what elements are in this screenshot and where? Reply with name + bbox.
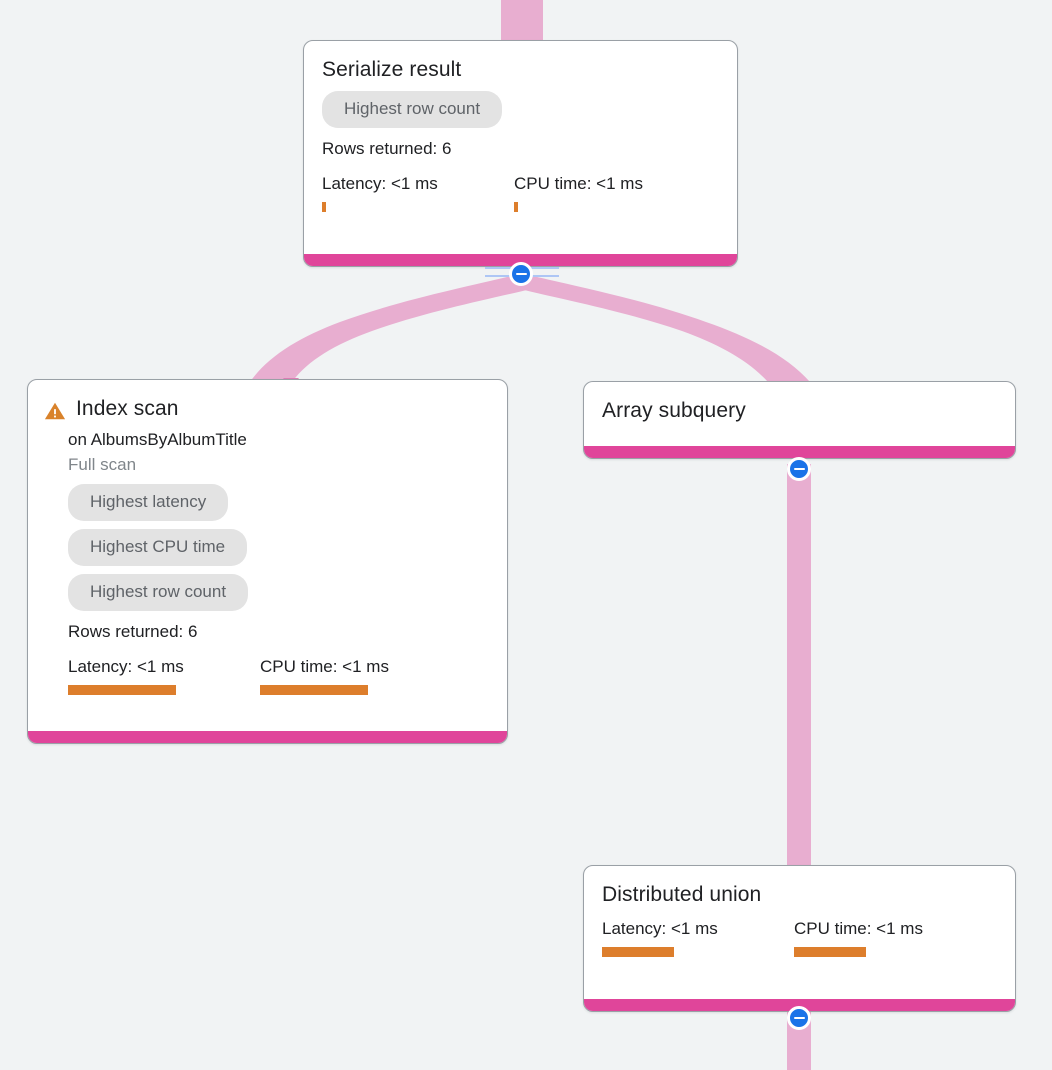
metric-cpu-time-label: CPU time: <1 ms bbox=[260, 657, 389, 676]
node-serialize-result[interactable]: Serialize result Highest row count Rows … bbox=[303, 40, 738, 267]
edge-array-subquery-to-distributed-union bbox=[787, 464, 811, 870]
metrics-row: Latency: <1 ms CPU time: <1 ms bbox=[602, 918, 997, 957]
node-body: Serialize result Highest row count Rows … bbox=[304, 41, 737, 254]
node-title: Index scan bbox=[76, 397, 179, 420]
metrics-row: Latency: <1 ms CPU time: <1 ms bbox=[68, 656, 489, 695]
node-index-scan[interactable]: Index scan on AlbumsByAlbumTitle Full sc… bbox=[27, 379, 508, 744]
spacer bbox=[322, 212, 719, 240]
node-body: Distributed union Latency: <1 ms CPU tim… bbox=[584, 866, 1015, 999]
node-title: Array subquery bbox=[602, 399, 746, 422]
chip-row-cpu-time: Highest CPU time bbox=[68, 521, 489, 566]
node-accent-bar bbox=[28, 731, 507, 743]
metric-cpu-time-bar bbox=[794, 947, 866, 957]
toggle-array-subquery[interactable] bbox=[787, 457, 811, 481]
metric-latency-bar bbox=[602, 947, 674, 957]
chip-highest-latency: Highest latency bbox=[68, 484, 229, 521]
toggle-distributed-union[interactable] bbox=[787, 1006, 811, 1030]
edge-serialize-to-index-scan bbox=[250, 276, 531, 382]
node-accent-bar bbox=[304, 254, 737, 266]
node-body: Index scan on AlbumsByAlbumTitle Full sc… bbox=[28, 380, 507, 731]
rail-left-top bbox=[485, 267, 513, 269]
chip-highest-cpu-time: Highest CPU time bbox=[68, 529, 248, 566]
metric-latency-bar bbox=[322, 202, 326, 212]
node-body: Array subquery bbox=[584, 382, 1015, 446]
metric-latency-label: Latency: <1 ms bbox=[68, 657, 184, 676]
chip-row: Highest row count bbox=[322, 83, 719, 128]
edge-serialize-to-array-subquery bbox=[520, 276, 810, 382]
chip-row-latency: Highest latency bbox=[68, 476, 489, 521]
metric-cpu-time-label: CPU time: <1 ms bbox=[794, 919, 923, 938]
warning-triangle-icon bbox=[44, 402, 66, 420]
node-title: Serialize result bbox=[322, 58, 462, 81]
metric-cpu-time-bar bbox=[514, 202, 518, 212]
rows-returned: Rows returned: 6 bbox=[68, 622, 198, 641]
metric-cpu-time: CPU time: <1 ms bbox=[260, 656, 389, 695]
rows-returned: Rows returned: 6 bbox=[322, 139, 452, 158]
spacer bbox=[68, 695, 489, 717]
chip-highest-row-count: Highest row count bbox=[68, 574, 249, 611]
metric-cpu-time: CPU time: <1 ms bbox=[794, 918, 923, 957]
metrics-row: Latency: <1 ms CPU time: <1 ms bbox=[322, 173, 719, 212]
chip-row-row-count: Highest row count bbox=[68, 566, 489, 611]
metric-cpu-time-label: CPU time: <1 ms bbox=[514, 174, 643, 193]
toggle-serialize-result[interactable] bbox=[509, 262, 533, 286]
spacer bbox=[602, 957, 997, 985]
metric-latency-label: Latency: <1 ms bbox=[322, 174, 438, 193]
metric-cpu-time: CPU time: <1 ms bbox=[514, 173, 643, 212]
node-distributed-union[interactable]: Distributed union Latency: <1 ms CPU tim… bbox=[583, 865, 1016, 1012]
rail-right-top bbox=[531, 267, 559, 269]
metric-latency: Latency: <1 ms bbox=[602, 918, 794, 957]
metric-latency-label: Latency: <1 ms bbox=[602, 919, 718, 938]
chip-highest-row-count: Highest row count bbox=[322, 91, 503, 128]
node-scan-type: Full scan bbox=[68, 455, 137, 474]
metric-latency-bar bbox=[68, 685, 176, 695]
node-accent-bar bbox=[584, 999, 1015, 1011]
metric-latency: Latency: <1 ms bbox=[68, 656, 260, 695]
node-title-row: Distributed union bbox=[602, 882, 997, 908]
node-array-subquery[interactable]: Array subquery bbox=[583, 381, 1016, 459]
metric-latency: Latency: <1 ms bbox=[322, 173, 514, 212]
node-title: Distributed union bbox=[602, 883, 762, 906]
edge-inbound-top bbox=[501, 0, 543, 44]
node-title-row: Serialize result bbox=[322, 57, 719, 83]
node-title-row: Index scan bbox=[44, 396, 489, 422]
metric-cpu-time-bar bbox=[260, 685, 368, 695]
rail-right-bottom bbox=[531, 275, 559, 277]
node-title-row: Array subquery bbox=[602, 398, 997, 424]
node-subtitle: on AlbumsByAlbumTitle bbox=[68, 430, 247, 449]
node-accent-bar bbox=[584, 446, 1015, 458]
